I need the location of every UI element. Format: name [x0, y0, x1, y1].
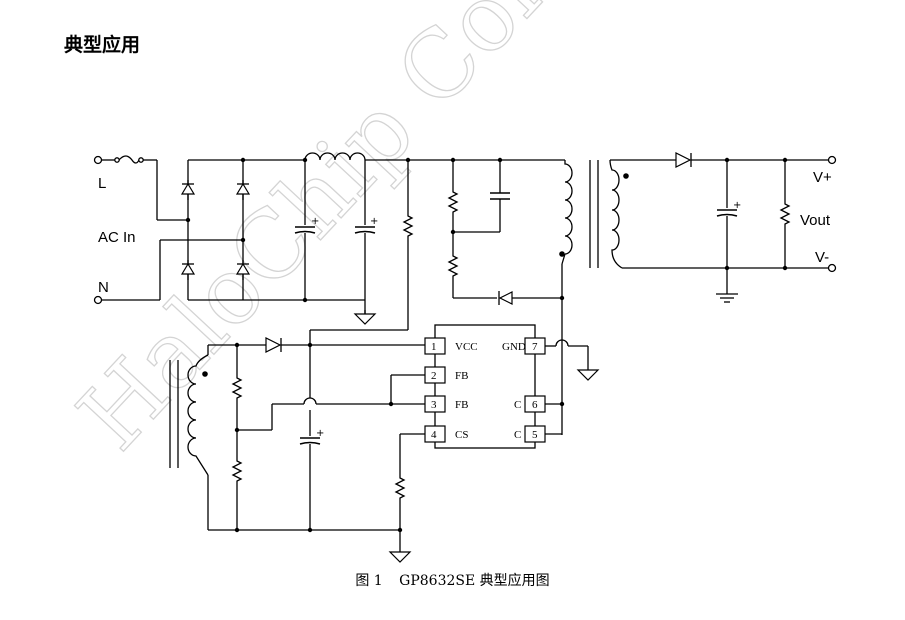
- cap-polarity-mark: +: [733, 200, 741, 211]
- ic-pin-number: 7: [532, 341, 538, 353]
- ic-pin-number: 2: [431, 370, 437, 382]
- terminal-v-plus: [827, 155, 837, 165]
- bridge-diode-icon: [181, 179, 195, 201]
- output-diode-icon: [675, 152, 692, 168]
- cs-resistor-icon: [395, 471, 405, 505]
- ground-icon: [389, 547, 411, 563]
- ground-icon: [354, 309, 376, 325]
- terminal-n: [93, 295, 103, 305]
- aux-winding-icon: [187, 354, 209, 476]
- label-v-minus: V-: [815, 249, 829, 266]
- ic-pin-name: C: [514, 429, 521, 441]
- ic-pin-name: C: [514, 399, 521, 411]
- ic-pin-number: 5: [532, 429, 538, 441]
- fb-divider-resistor-icon: [232, 454, 242, 488]
- startup-resistor-icon: [403, 209, 413, 243]
- terminal-l: [93, 155, 103, 165]
- snubber-resistor-icon: [448, 249, 458, 283]
- transformer-primary-icon: [564, 160, 573, 255]
- fb-divider-resistor-icon: [232, 371, 242, 405]
- label-ac-in: AC In: [98, 229, 136, 246]
- ic-pin-number: 3: [431, 399, 437, 411]
- cap-polarity-mark: +: [311, 216, 319, 227]
- ground-icon: [716, 293, 738, 303]
- figure-number: 图 1: [355, 573, 383, 589]
- load-resistor-icon: [780, 197, 790, 231]
- cap-polarity-mark: +: [316, 428, 324, 439]
- ic-pin-name: VCC: [455, 341, 478, 353]
- figure-title: GP8632SE 典型应用图: [399, 573, 550, 589]
- aux-diode-icon: [265, 337, 282, 353]
- terminal-v-minus: [827, 263, 837, 273]
- cap-polarity-mark: +: [370, 216, 378, 227]
- ic-pin-name: GND: [502, 341, 526, 353]
- ic-body: [434, 324, 536, 449]
- ic-pin-number: 6: [532, 399, 538, 411]
- figure-caption: 图 1 GP8632SE 典型应用图: [0, 570, 905, 590]
- transformer-secondary-icon: [609, 159, 623, 269]
- ground-icon: [577, 365, 599, 381]
- snubber-diode-icon: [498, 291, 513, 305]
- ic-pin-name: FB: [455, 399, 468, 411]
- filter-inductor-icon: [304, 152, 366, 161]
- section-heading: 典型应用: [64, 34, 141, 56]
- fuse-icon: [114, 155, 144, 164]
- label-l: L: [98, 175, 106, 192]
- ic-pin-number: 4: [431, 429, 437, 441]
- label-v-plus: V+: [813, 169, 832, 186]
- label-n: N: [98, 279, 109, 296]
- label-vout: Vout: [800, 212, 831, 229]
- ic-pin-number: 1: [431, 341, 437, 353]
- ic-pin-name: CS: [455, 429, 468, 441]
- snubber-resistor-icon: [448, 185, 458, 219]
- ic-pin-name: FB: [455, 370, 468, 382]
